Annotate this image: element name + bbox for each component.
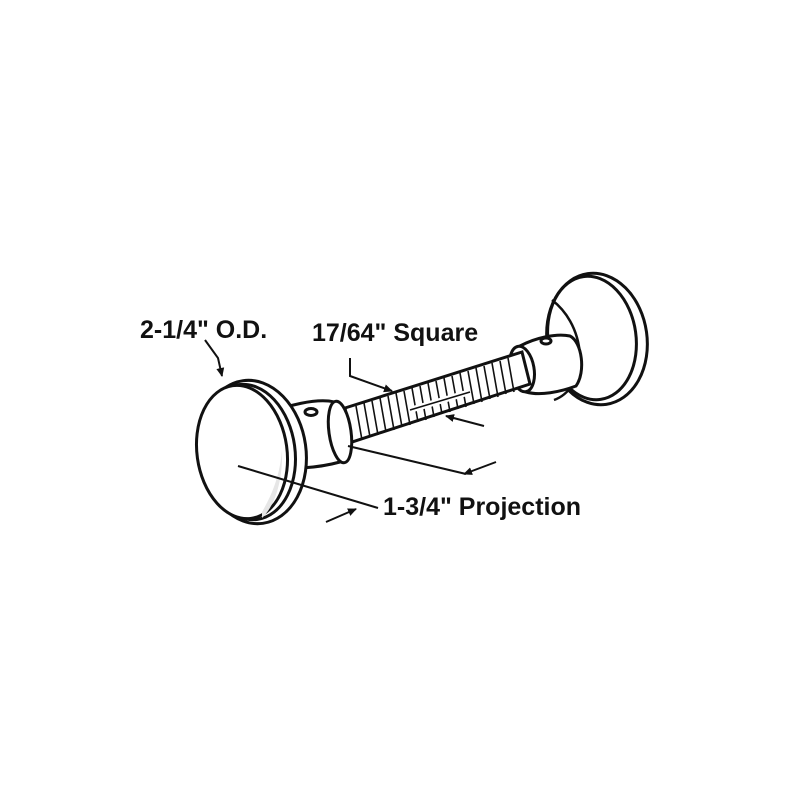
square-dimension-arrows [349,358,485,427]
right-knob-icon [508,271,649,407]
od-dimension-arrow [204,339,225,377]
left-knob-icon [194,378,354,526]
spindle-size-label: 17/64" Square [312,319,479,347]
projection-label: 1-3/4" Projection [383,493,582,521]
outer-diameter-label: 2-1/4" O.D. [140,316,268,344]
projection-dimension-arrows [237,445,497,523]
spindle-icon [343,350,532,444]
